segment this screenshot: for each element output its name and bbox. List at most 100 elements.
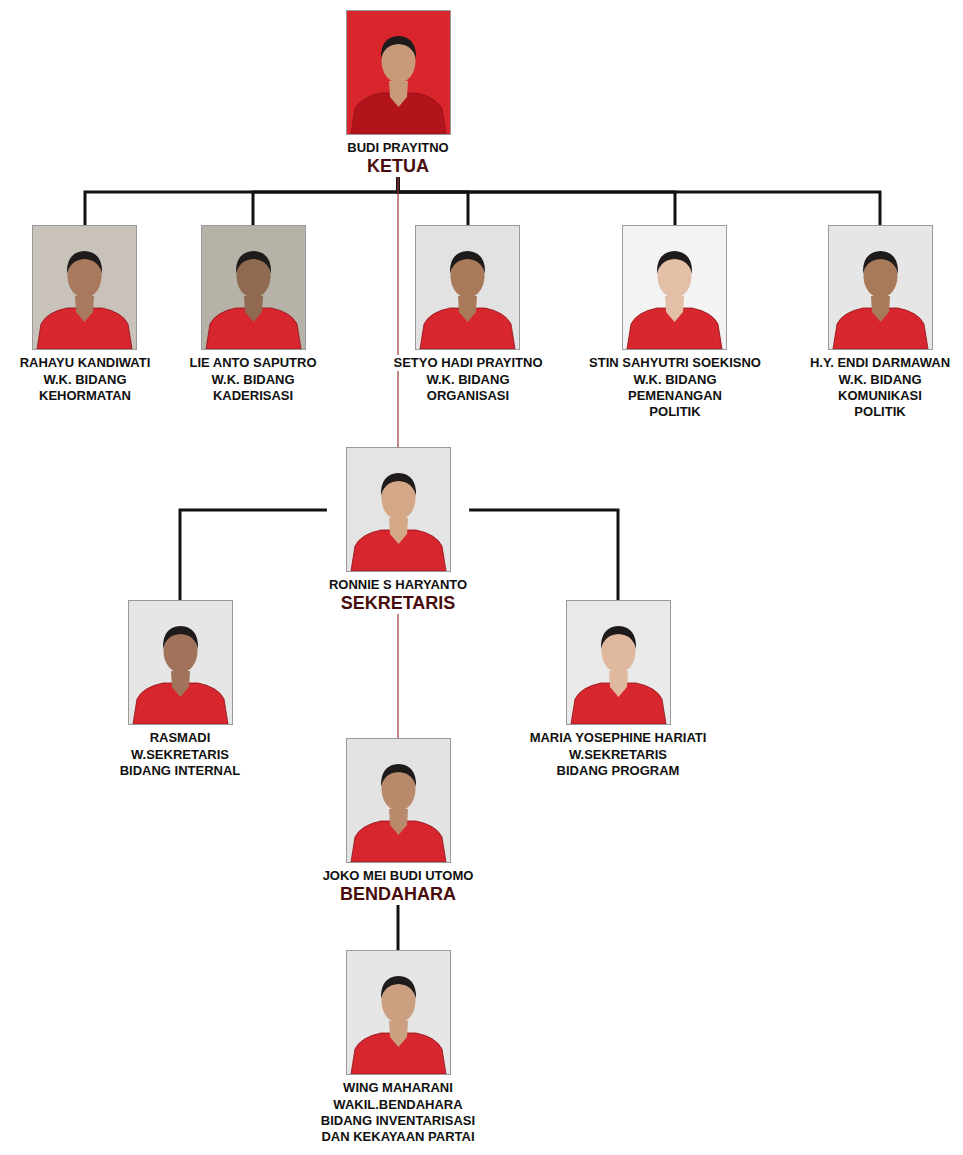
hair-shape [235,251,270,274]
portrait-figure [347,951,450,1074]
member-role: W.K. BIDANG KOMUNIKASI POLITIK [820,372,940,420]
hair-shape [380,473,415,496]
hair-shape [600,626,635,649]
hair-shape [862,251,897,274]
neck-shape [389,809,408,835]
member-card: JOKO MEI BUDI UTOMOBENDAHARA [321,738,476,905]
member-name: H.Y. ENDI DARMAWAN [808,355,952,371]
org-connector [85,177,398,225]
member-card: BUDI PRAYITNOKETUA [345,10,450,177]
hair-shape [380,976,415,999]
neck-shape [389,1021,408,1047]
member-role: W.K. BIDANG KADERISASI [193,372,313,404]
portrait-photo [415,225,520,350]
portrait-figure [347,448,450,571]
member-name: BUDI PRAYITNO [345,140,450,156]
portrait-figure [347,11,450,134]
neck-shape [244,296,263,322]
member-role: W.SEKRETARIS BIDANG PROGRAM [548,747,688,779]
photo-ground [129,601,232,724]
neck-shape [75,296,94,322]
portrait-figure [623,226,726,349]
member-role: SEKRETARIS [327,593,469,614]
member-card: SETYO HADI PRAYITNOW.K. BIDANG ORGANISAS… [391,225,544,404]
org-connector [469,510,618,600]
portrait-photo [346,950,451,1075]
org-connector [398,177,675,225]
photo-ground [829,226,932,349]
member-card: MARIA YOSEPHINE HARIATIW.SEKRETARIS BIDA… [528,600,709,779]
portrait-figure [829,226,932,349]
hair-shape [450,251,485,274]
member-name: SETYO HADI PRAYITNO [391,355,544,371]
neck-shape [389,518,408,544]
member-name: RASMADI [110,730,250,746]
member-card: LIE ANTO SAPUTROW.K. BIDANG KADERISASI [187,225,318,404]
neck-shape [665,296,684,322]
hair-shape [380,764,415,787]
member-card: H.Y. ENDI DARMAWANW.K. BIDANG KOMUNIKASI… [808,225,952,420]
org-connector [397,614,398,738]
member-name: STIN SAHYUTRI SOEKISNO [587,355,763,371]
member-role: W.K. BIDANG ORGANISASI [408,372,528,404]
member-card: STIN SAHYUTRI SOEKISNOW.K. BIDANG PEMENA… [587,225,763,420]
member-name: WING MAHARANI [312,1080,484,1096]
member-role: W.SEKRETARIS BIDANG INTERNAL [110,747,250,779]
member-role: BENDAHARA [321,884,476,905]
neck-shape [609,671,628,697]
neck-shape [458,296,477,322]
neck-shape [871,296,890,322]
org-connector [253,177,398,225]
portrait-figure [416,226,519,349]
hair-shape [162,626,197,649]
portrait-photo [346,447,451,572]
portrait-figure [33,226,136,349]
org-connector [180,510,327,600]
portrait-photo [566,600,671,725]
member-name: JOKO MEI BUDI UTOMO [321,868,476,884]
member-role: W.K. BIDANG PEMENANGAN POLITIK [615,372,735,420]
org-connector [398,177,880,225]
org-connector [397,177,398,447]
member-name: LIE ANTO SAPUTRO [187,355,318,371]
portrait-figure [129,601,232,724]
org-connector [398,177,468,225]
neck-shape [389,81,408,107]
photo-ground [202,226,305,349]
member-card: RAHAYU KANDIWATIW.K. BIDANG KEHORMATAN [18,225,153,404]
photo-ground [623,226,726,349]
photo-ground [347,448,450,571]
member-name: RONNIE S HARYANTO [327,577,469,593]
portrait-photo [201,225,306,350]
portrait-photo [32,225,137,350]
portrait-figure [567,601,670,724]
hair-shape [67,251,102,274]
member-role: W.K. BIDANG KEHORMATAN [25,372,145,404]
hair-shape [380,36,415,59]
photo-ground [567,601,670,724]
photo-ground [416,226,519,349]
portrait-figure [202,226,305,349]
member-role: KETUA [345,156,450,177]
member-name: MARIA YOSEPHINE HARIATI [528,730,709,746]
member-card: RONNIE S HARYANTOSEKRETARIS [327,447,469,614]
portrait-figure [347,739,450,862]
portrait-photo [128,600,233,725]
member-role: WAKIL.BENDAHARA BIDANG INVENTARISASI DAN… [312,1097,484,1145]
portrait-photo [346,738,451,863]
member-card: RASMADIW.SEKRETARIS BIDANG INTERNAL [110,600,250,779]
org-connector [397,905,400,950]
photo-ground [347,739,450,862]
photo-ground [347,11,450,134]
member-card: WING MAHARANIWAKIL.BENDAHARA BIDANG INVE… [312,950,484,1145]
hair-shape [657,251,692,274]
photo-ground [33,226,136,349]
photo-ground [347,951,450,1074]
portrait-photo [622,225,727,350]
portrait-photo [828,225,933,350]
neck-shape [171,671,190,697]
member-name: RAHAYU KANDIWATI [18,355,153,371]
portrait-photo [346,10,451,135]
